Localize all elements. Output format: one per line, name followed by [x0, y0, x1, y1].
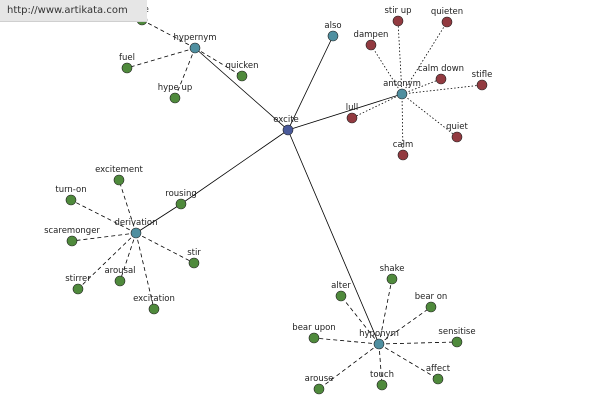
node-arouse-dot[interactable]: [313, 383, 325, 395]
edge-antonym-to-quiet: [401, 93, 458, 138]
node-touch-dot[interactable]: [376, 379, 388, 391]
hub-derivation-label: derivation: [114, 218, 157, 228]
node-excitation-label: excitation: [133, 294, 175, 304]
node-touch-label: touch: [370, 370, 394, 380]
edges-layer: [70, 19, 483, 390]
node-arousal-label: arousal: [104, 266, 135, 276]
node-calm-label: calm: [393, 140, 414, 150]
node-stir-label: stir: [187, 248, 201, 258]
edge-antonym-to-stifle: [401, 84, 483, 95]
node-scaremonger-dot[interactable]: [66, 235, 78, 247]
node-excitement-dot[interactable]: [113, 174, 125, 186]
node-bear-on-dot[interactable]: [425, 301, 437, 313]
node-affect-label: affect: [426, 364, 451, 374]
node-shake-label: shake: [380, 264, 405, 274]
node-stifle-dot[interactable]: [476, 79, 488, 91]
node-quicken-label: quicken: [225, 61, 258, 71]
hub-antonym-dot[interactable]: [396, 88, 408, 100]
edge-derivation-to-scaremonger: [71, 232, 137, 242]
node-stirrer-label: stirrer: [65, 274, 91, 284]
edge-center-to-hypernym-top: [194, 47, 289, 131]
hub-hypernym-top-label: hypernym: [173, 33, 216, 43]
node-turn-on-dot[interactable]: [65, 194, 77, 206]
edge-derivation-to-arousal: [119, 232, 137, 282]
node-dampen-label: dampen: [354, 30, 389, 40]
hub-hypernym-top-dot[interactable]: [189, 42, 201, 54]
node-hype-up-label: hype up: [158, 83, 193, 93]
edge-center-to-rousing: [180, 129, 289, 205]
edge-hyponym-to-alter: [340, 295, 380, 345]
node-bear-upon-dot[interactable]: [308, 332, 320, 344]
node-lull-label: lull: [346, 103, 358, 113]
node-rousing-label: rousing: [165, 189, 196, 199]
node-calm-down-label: calm down: [418, 64, 464, 74]
node-quiet-label: quiet: [446, 122, 468, 132]
node-sensitise-dot[interactable]: [451, 336, 463, 348]
node-scaremonger-label: scaremonger: [44, 226, 100, 236]
node-stirrer-dot[interactable]: [72, 283, 84, 295]
node-calm-down-dot[interactable]: [435, 73, 447, 85]
edge-center-to-hyponym: [287, 129, 380, 345]
hub-hyponym-label: hyponym: [359, 329, 399, 339]
edge-hyponym-to-sensitise: [378, 341, 458, 345]
node-quieten-dot[interactable]: [441, 16, 453, 28]
node-rousing-dot[interactable]: [175, 198, 187, 210]
node-quiet-dot[interactable]: [451, 131, 463, 143]
node-quicken-dot[interactable]: [236, 70, 248, 82]
edge-hyponym-to-affect: [378, 343, 439, 380]
edge-hypernym-top-to-ate: [141, 19, 196, 49]
hub-derivation-dot[interactable]: [130, 227, 142, 239]
hub-also-dot[interactable]: [327, 30, 339, 42]
edge-center-to-antonym: [287, 93, 403, 131]
node-sensitise-label: sensitise: [438, 327, 475, 337]
node-shake-dot[interactable]: [386, 273, 398, 285]
node-stir-dot[interactable]: [188, 257, 200, 269]
center-excite-label: excite: [273, 115, 299, 125]
node-arousal-dot[interactable]: [114, 275, 126, 287]
node-bear-on-label: bear on: [415, 292, 448, 302]
node-hype-up-dot[interactable]: [169, 92, 181, 104]
edge-derivation-to-turn-on: [70, 199, 137, 234]
edge-antonym-to-quieten: [401, 21, 448, 95]
edge-rousing-to-derivation: [135, 203, 182, 234]
edge-hyponym-to-arouse: [318, 343, 380, 390]
edge-center-to-also: [287, 35, 334, 131]
node-affect-dot[interactable]: [432, 373, 444, 385]
edge-derivation-to-excitation: [135, 232, 155, 310]
hub-hyponym-dot[interactable]: [373, 338, 385, 350]
node-stir-up-dot[interactable]: [392, 15, 404, 27]
url-banner[interactable]: http://www.artikata.com: [0, 0, 147, 22]
edge-antonym-to-lull: [351, 93, 403, 119]
node-quieten-label: quieten: [431, 7, 463, 17]
node-lull-dot[interactable]: [346, 112, 358, 124]
node-excitement-label: excitement: [95, 165, 143, 175]
node-stifle-label: stifle: [472, 70, 493, 80]
edge-hypernym-top-to-hype-up: [174, 47, 196, 99]
node-bear-upon-label: bear upon: [292, 323, 335, 333]
edge-hyponym-to-bear-on: [378, 306, 432, 345]
edge-antonym-to-dampen: [370, 44, 403, 95]
node-fuel-dot[interactable]: [121, 62, 133, 74]
node-alter-label: alter: [331, 281, 351, 291]
node-alter-dot[interactable]: [335, 290, 347, 302]
node-stir-up-label: stir up: [384, 6, 411, 16]
edge-hypernym-top-to-fuel: [126, 47, 196, 69]
edge-derivation-to-excitement: [118, 179, 137, 234]
center-excite-dot[interactable]: [282, 124, 294, 136]
edge-antonym-to-stir-up: [397, 20, 403, 95]
edge-hyponym-to-bear-upon: [313, 337, 380, 345]
edge-hypernym-top-to-quicken: [194, 47, 243, 77]
node-excitation-dot[interactable]: [148, 303, 160, 315]
node-fuel-label: fuel: [119, 53, 135, 63]
hub-antonym-label: antonym: [383, 79, 421, 89]
node-turn-on-label: turn-on: [55, 185, 86, 195]
edge-derivation-to-stir: [135, 232, 195, 264]
hub-also-label: also: [324, 21, 341, 31]
node-arouse-label: arouse: [305, 374, 334, 384]
node-calm-dot[interactable]: [397, 149, 409, 161]
node-dampen-dot[interactable]: [365, 39, 377, 51]
